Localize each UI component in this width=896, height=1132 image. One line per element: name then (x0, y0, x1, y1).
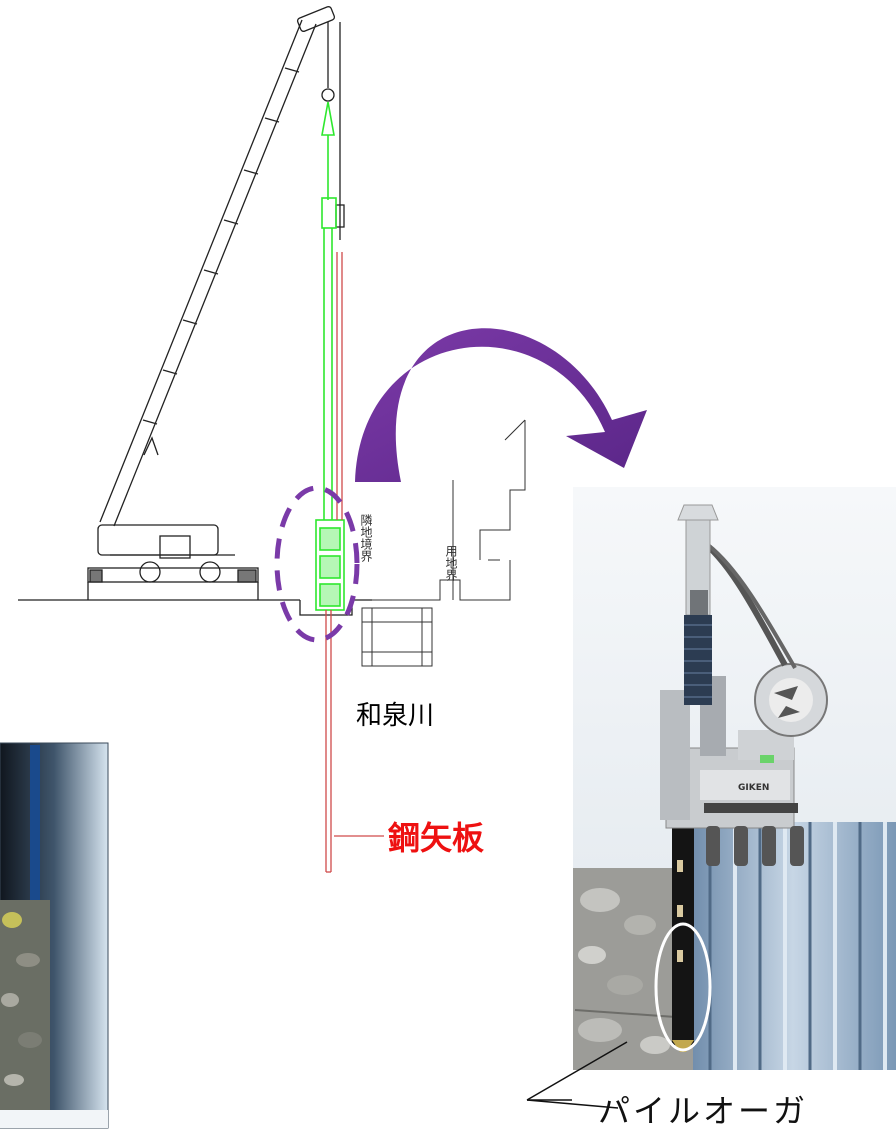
adjacent-boundary-label: 隣地境界 (359, 514, 373, 562)
boom-tip (296, 6, 336, 32)
river-label: 和泉川 (356, 701, 435, 731)
auger-leader-lines (526, 1041, 628, 1109)
boom-right (113, 23, 317, 527)
crane-body (87, 524, 259, 600)
machine-logo: GIKEN (738, 783, 769, 793)
boom-bands (142, 67, 300, 425)
boom-left (99, 19, 303, 523)
crane-drawing (18, 6, 372, 616)
excavation-step (299, 599, 372, 616)
highlight-ellipse (274, 485, 360, 643)
machine-photo: GIKEN (573, 487, 896, 1070)
left-photo (0, 742, 109, 1129)
steel-sheet-pile (325, 252, 343, 873)
press-unit (315, 101, 345, 611)
press-machine (660, 504, 828, 866)
curved-arrow (355, 328, 647, 482)
auger-shaft (672, 820, 694, 1045)
river-structure (361, 419, 526, 667)
pile-auger-label: パイルオーガ (598, 1092, 809, 1130)
auger-tip-highlight (654, 922, 712, 1052)
steel-sheet-pile-label: 鋼矢板 (388, 819, 485, 857)
site-boundary-label: 用地界 (444, 545, 458, 581)
